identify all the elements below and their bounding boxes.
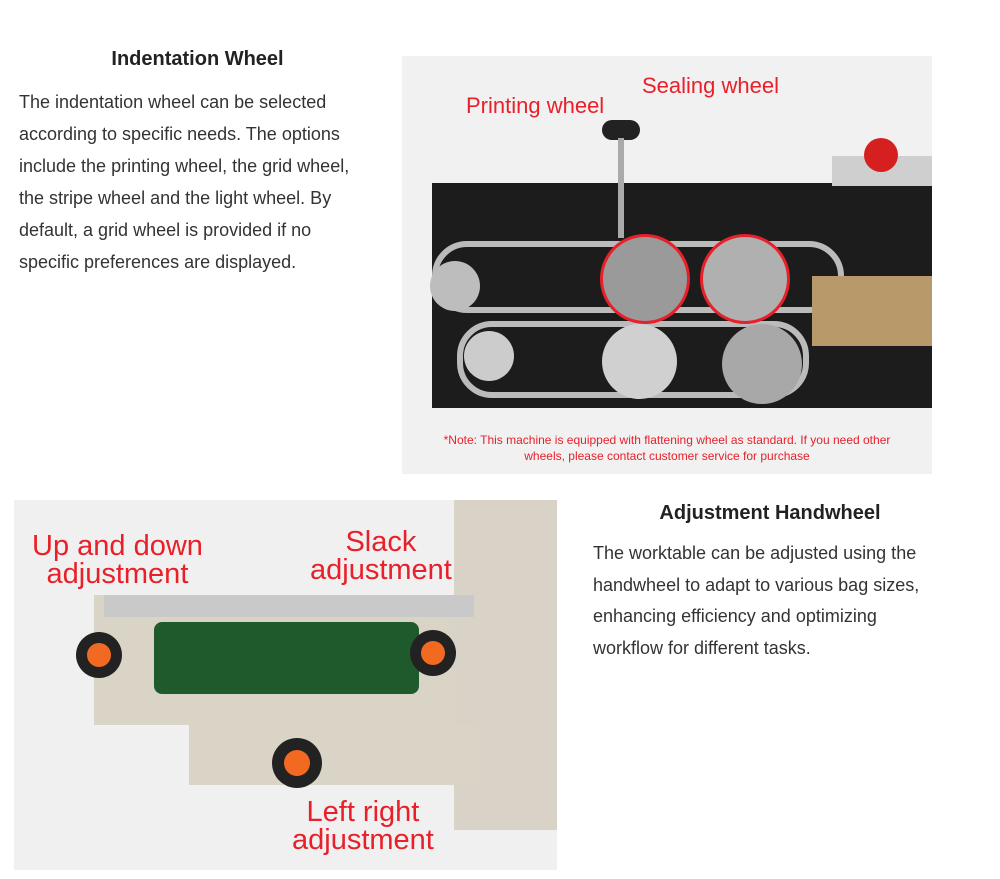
knob-icon [602, 120, 640, 140]
green-roller [154, 622, 419, 694]
slide-base [189, 725, 479, 785]
handwheel-cap [284, 750, 310, 776]
adjustment-handwheel-image: Up and down adjustment Slack adjustment … [14, 500, 557, 870]
spindle [618, 138, 624, 238]
label-line: adjustment [292, 824, 434, 856]
wheel-icon [430, 261, 480, 311]
section-title-indentation-wheel: Indentation Wheel [111, 48, 284, 70]
section-body-indentation-wheel: The indentation wheel can be selected ac… [19, 92, 350, 272]
sealing-wheel-icon [700, 234, 790, 324]
label-left-right-adjustment: Left right adjustment [292, 796, 434, 856]
printing-wheel-icon [600, 234, 690, 324]
label-line: Slack [345, 526, 417, 558]
handwheel-cap [421, 641, 445, 665]
wheel-icon [602, 324, 677, 399]
note-text: *Note: This machine is equipped with fla… [402, 432, 932, 464]
wheel-icon [464, 331, 514, 381]
label-slack-adjustment: Slack adjustment [310, 526, 452, 586]
label-line: Left right [306, 796, 420, 828]
note-line: wheels, please contact customer service … [524, 449, 810, 463]
label-sealing-wheel: Sealing wheel [642, 73, 779, 98]
label-up-down-adjustment: Up and down adjustment [32, 530, 203, 590]
label-printing-wheel: Printing wheel [466, 93, 605, 118]
wheel-icon [722, 324, 802, 404]
heating-block [812, 276, 932, 346]
label-line: Up and down [32, 530, 203, 562]
emergency-stop-icon [864, 138, 898, 172]
worktable-top [104, 595, 474, 617]
section-title-adjustment-handwheel: Adjustment Handwheel [659, 502, 881, 524]
indentation-wheel-image: Printing wheel Sealing wheel *Note: This… [402, 56, 932, 474]
section-body-adjustment-handwheel: The worktable can be adjusted using the … [593, 543, 920, 658]
handwheel-cap [87, 643, 111, 667]
label-line: adjustment [310, 554, 452, 586]
label-line: adjustment [46, 558, 189, 590]
note-line: *Note: This machine is equipped with fla… [443, 433, 891, 447]
